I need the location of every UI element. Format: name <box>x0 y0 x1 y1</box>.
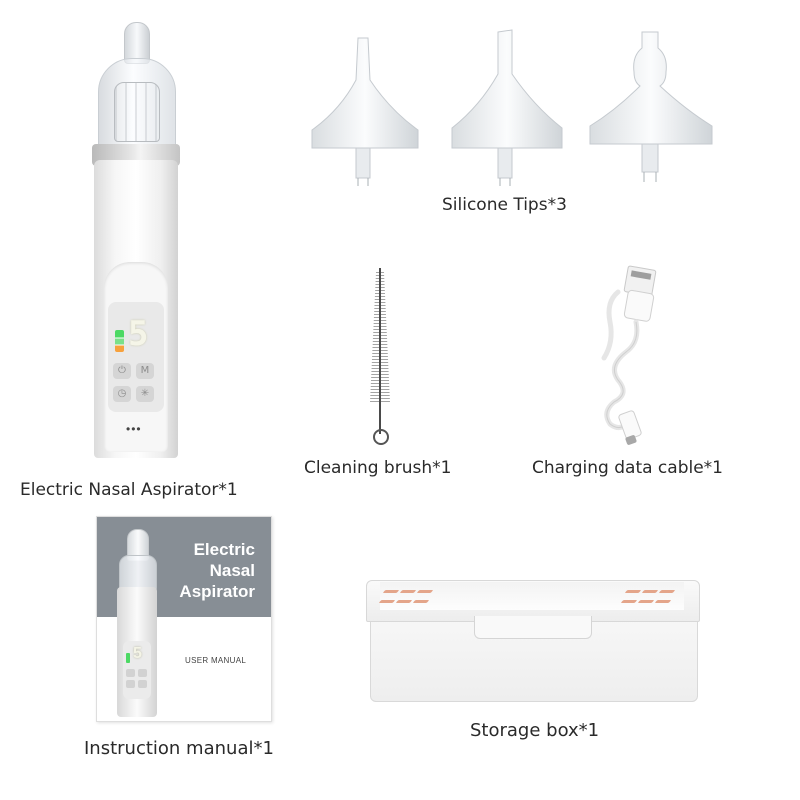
cleaning-brush-ring <box>373 429 389 445</box>
vent-slot <box>399 590 417 593</box>
power-icon: ⏻ <box>113 363 131 379</box>
manual-subtitle: USER MANUAL <box>185 656 247 665</box>
manual-button-icon <box>126 669 135 677</box>
manual-title-line: Nasal <box>209 561 255 580</box>
aspirator-caption: Electric Nasal Aspirator*1 <box>20 480 238 500</box>
storage-box-top <box>380 582 684 610</box>
manual-button-icon <box>126 680 135 688</box>
vent-slot <box>382 590 400 593</box>
manual-battery-icon <box>126 653 130 663</box>
silicone-tip-2 <box>451 29 563 186</box>
aspirator-nozzle <box>124 22 150 64</box>
vent-slot <box>412 600 430 603</box>
instruction-manual: Electric Nasal Aspirator USER MANUAL 5 <box>96 516 272 722</box>
timer-icon: ◷ <box>113 386 131 402</box>
aspirator-cup-inner <box>114 82 160 142</box>
silicone-tips-caption: Silicone Tips*3 <box>442 195 567 215</box>
manual-title: Electric Nasal Aspirator <box>179 539 255 602</box>
manual-title-line: Aspirator <box>179 582 255 601</box>
vent-slot <box>658 590 676 593</box>
vent-slot <box>620 600 638 603</box>
silicone-tip-1 <box>311 37 419 186</box>
vent-slot <box>641 590 659 593</box>
storage-box-latch <box>474 616 592 639</box>
manual-button-icon <box>138 680 147 688</box>
manual-level-digit: 5 <box>133 645 142 662</box>
charging-cable <box>601 265 657 445</box>
light-icon: ✳ <box>136 386 154 402</box>
level-digit: 5 <box>128 314 149 354</box>
silicone-tip-3 <box>589 31 713 182</box>
battery-indicator-icon <box>115 330 124 352</box>
vent-slot <box>395 600 413 603</box>
manual-button-icon <box>138 669 147 677</box>
cleaning-brush-shaft <box>379 268 381 434</box>
cleaning-brush-caption: Cleaning brush*1 <box>304 458 452 478</box>
charging-cable-caption: Charging data cable*1 <box>532 458 723 478</box>
vent-slot <box>378 600 396 603</box>
mode-icon: M <box>136 363 154 379</box>
aspirator-collection-cup <box>98 58 176 152</box>
storage-box-caption: Storage box*1 <box>470 720 600 741</box>
vent-slot <box>654 600 672 603</box>
manual-device-cup <box>119 555 157 591</box>
vent-slot <box>624 590 642 593</box>
instruction-manual-caption: Instruction manual*1 <box>84 738 274 759</box>
vent-slot <box>637 600 655 603</box>
manual-title-line: Electric <box>193 540 255 559</box>
indicator-dots: ••• <box>126 422 142 436</box>
vent-slot <box>416 590 434 593</box>
